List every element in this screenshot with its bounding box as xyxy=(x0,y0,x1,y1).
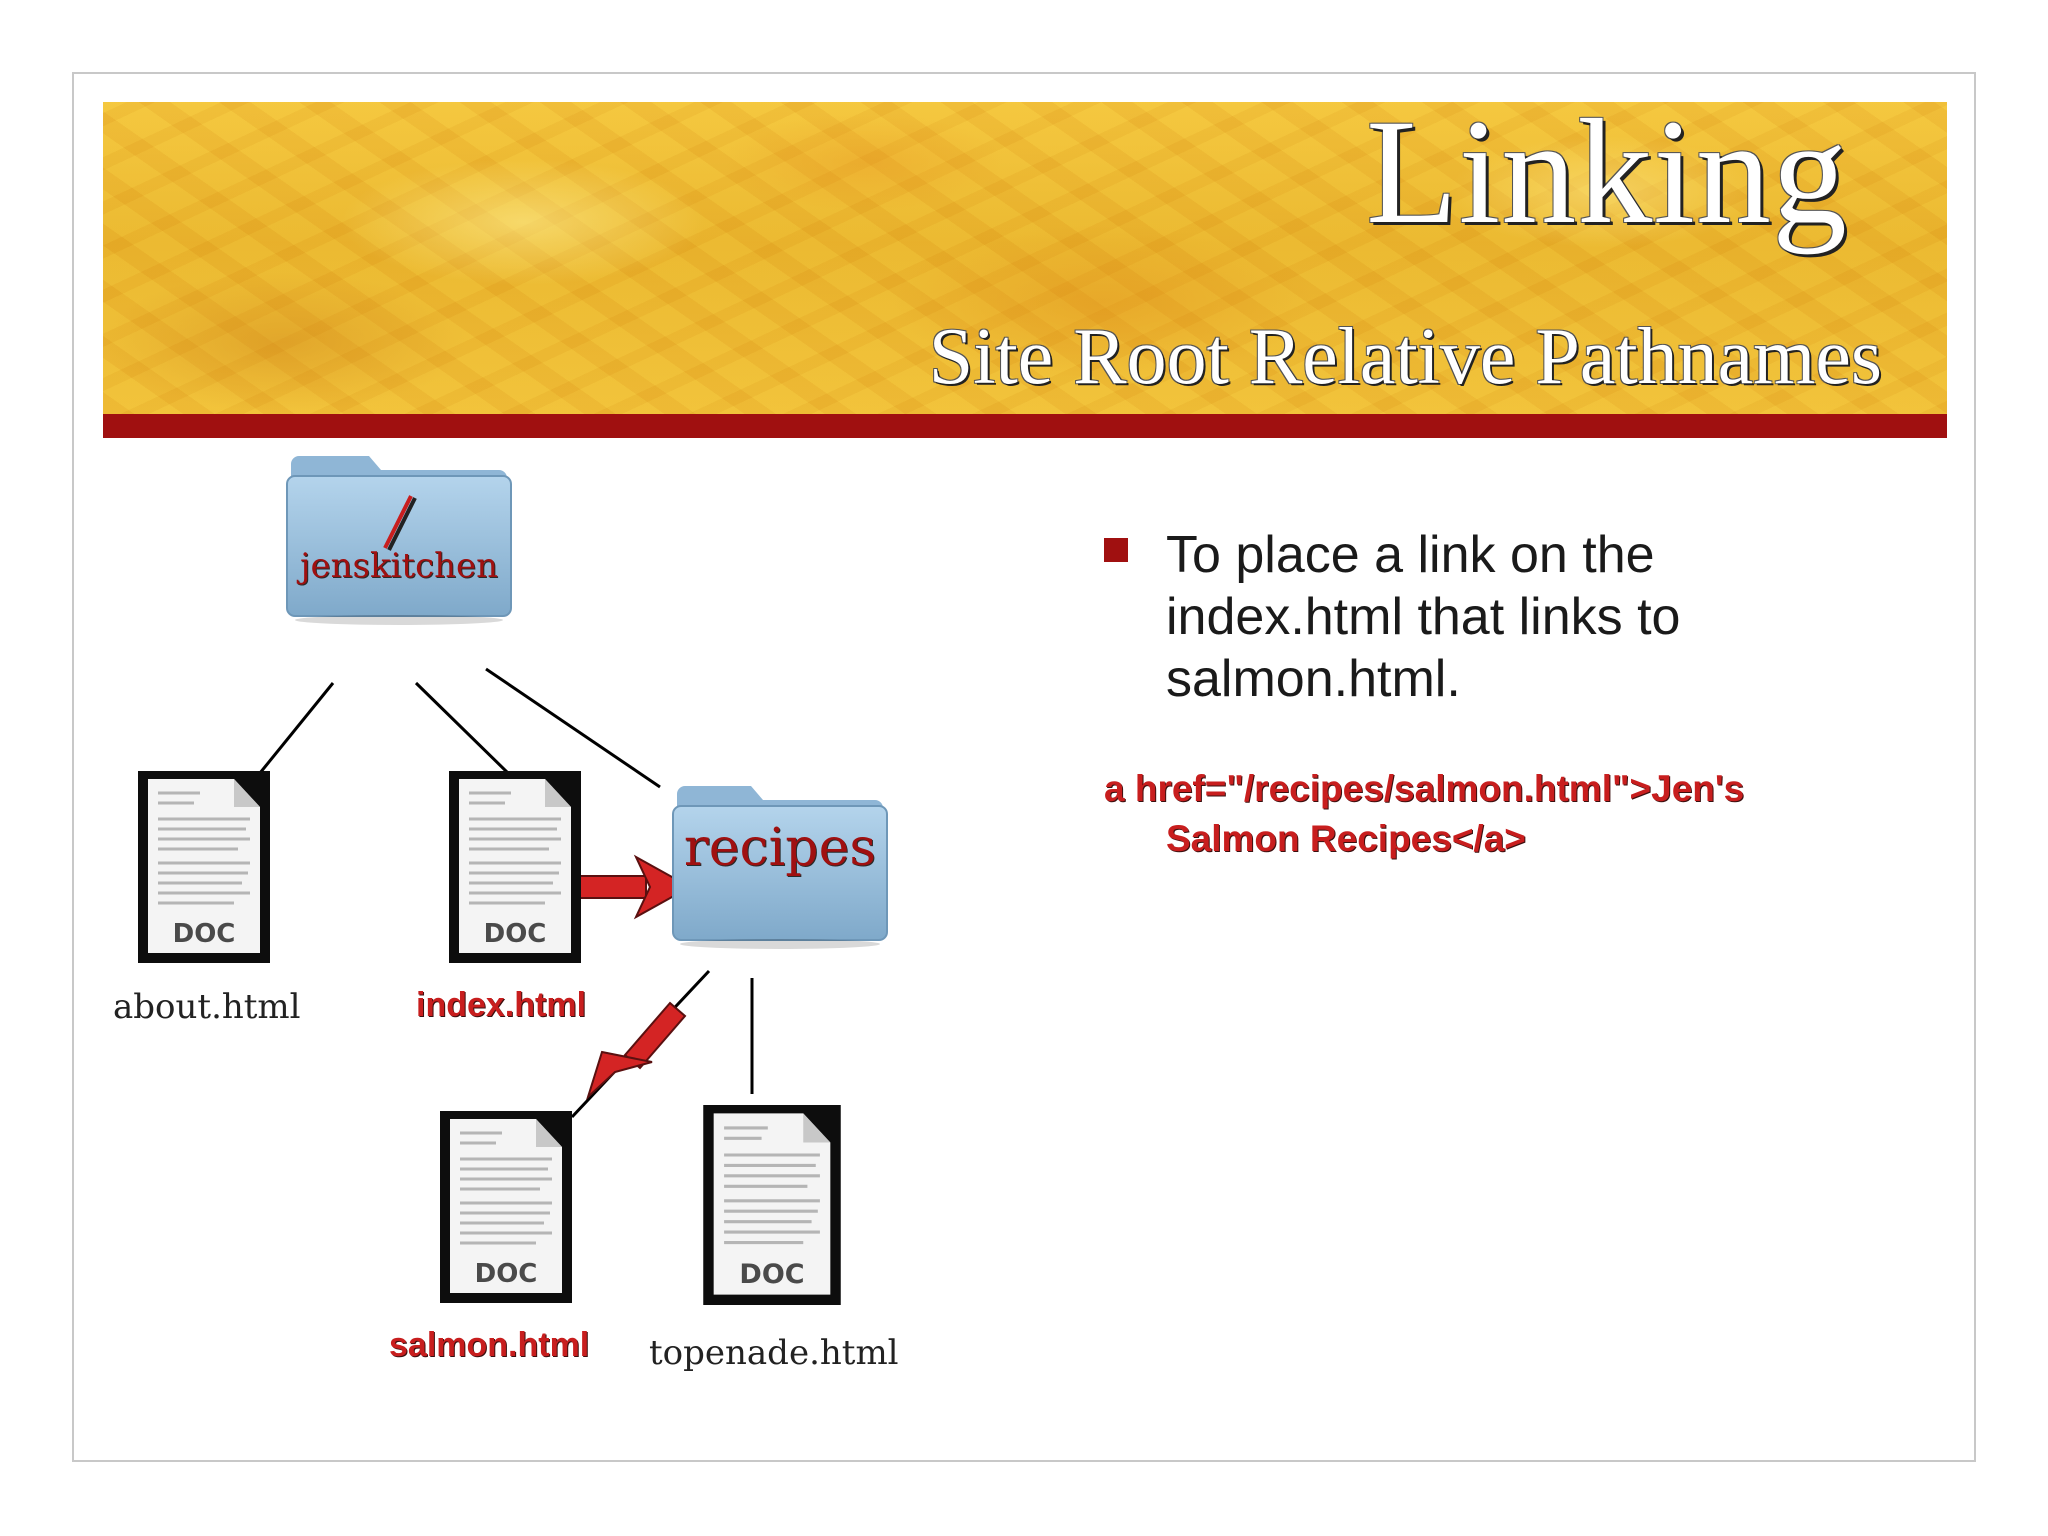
doc-about-html[interactable]: DOC xyxy=(138,771,270,963)
document-icon xyxy=(449,771,581,963)
folder-recipes[interactable]: recipes xyxy=(669,780,891,950)
bullet-text: To place a link on the index.html that l… xyxy=(1166,526,1681,708)
arrow-recipes-to-salmon xyxy=(585,1001,687,1101)
line-root-about xyxy=(258,682,335,774)
code-example: a href="/recipes/salmon.html">Jen's Salm… xyxy=(1104,764,1904,864)
label-index-html: index.html xyxy=(416,986,587,1024)
document-icon xyxy=(138,771,270,963)
line-root-index xyxy=(414,681,510,775)
root-slash-marker xyxy=(383,495,417,551)
title-banner xyxy=(103,102,1947,414)
banner-divider xyxy=(103,414,1947,438)
doc-badge: DOC xyxy=(739,1259,805,1290)
folder-label: recipes xyxy=(683,818,877,878)
doc-index-html[interactable]: DOC xyxy=(449,771,581,963)
doc-badge: DOC xyxy=(172,919,236,949)
document-icon xyxy=(703,1105,841,1305)
doc-topenade-html[interactable]: DOC xyxy=(703,1105,841,1305)
label-about-html: about.html xyxy=(113,987,301,1027)
folder-icon xyxy=(286,456,512,625)
doc-badge: DOC xyxy=(474,1259,538,1289)
line-root-recipes xyxy=(485,667,661,789)
doc-badge: DOC xyxy=(483,919,547,949)
document-icon xyxy=(440,1111,572,1303)
code-line-1: a href="/recipes/salmon.html">Jen's xyxy=(1104,768,1745,809)
folder-icon xyxy=(672,786,888,949)
label-topenade-html: topenade.html xyxy=(649,1333,899,1373)
slide-title: Linking xyxy=(1366,89,1848,255)
code-line-2: Salmon Recipes</a> xyxy=(1166,818,1526,859)
label-salmon-html: salmon.html xyxy=(389,1326,590,1364)
doc-salmon-html[interactable]: DOC xyxy=(440,1111,572,1303)
bullet-square-icon xyxy=(1104,538,1128,562)
folder-jenskitchen[interactable]: jenskitchen xyxy=(283,450,515,626)
slide-subtitle: Site Root Relative Pathnames xyxy=(928,313,1882,401)
folder-label: jenskitchen xyxy=(299,546,499,586)
